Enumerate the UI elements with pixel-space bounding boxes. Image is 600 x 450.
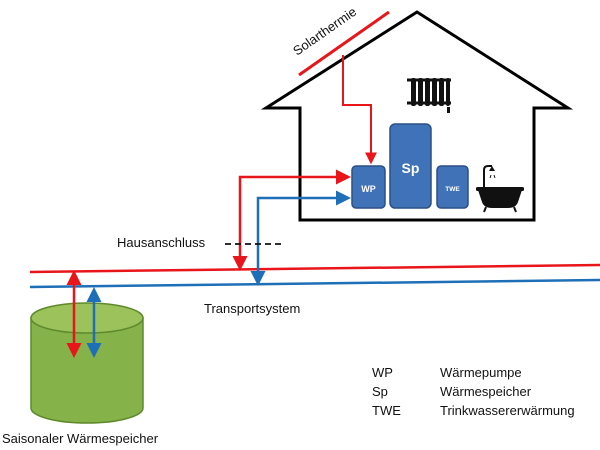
legend-text-wp: Wärmepumpe	[440, 365, 522, 380]
twe-unit	[436, 165, 469, 209]
house-outline	[260, 10, 574, 222]
supply-main-pipe	[29, 263, 600, 274]
solar-collector	[298, 10, 390, 77]
return-main-pipe	[29, 278, 600, 289]
legend-abbr-twe: TWE	[372, 403, 401, 418]
legend-text-sp: Wärmespeicher	[440, 384, 532, 399]
bathtub-icon	[476, 165, 524, 213]
seasonal-storage-label: Saisonaler Wärmespeicher	[2, 431, 159, 446]
sp-unit-label: Sp	[402, 160, 420, 176]
solar-feed-line	[342, 55, 377, 165]
twe-unit-label: TWE	[445, 186, 460, 193]
radiator-icon	[407, 78, 451, 113]
solar-label: Solarthermie	[290, 4, 359, 59]
transport-label: Transportsystem	[204, 301, 300, 316]
legend-abbr-wp: WP	[372, 365, 393, 380]
sp-unit	[389, 123, 432, 209]
seasonal-storage-tank	[30, 302, 144, 424]
house-connection-label: Hausanschluss	[117, 235, 206, 250]
house-supply-line	[232, 169, 351, 271]
legend: WP Wärmepumpe Sp Wärmespeicher TWE Trink…	[372, 365, 575, 418]
wp-unit	[351, 165, 386, 209]
house-return-line	[250, 190, 351, 286]
legend-text-twe: Trinkwassererwärmung	[440, 403, 575, 418]
wp-unit-label: WP	[361, 184, 376, 194]
legend-abbr-sp: Sp	[372, 384, 388, 399]
